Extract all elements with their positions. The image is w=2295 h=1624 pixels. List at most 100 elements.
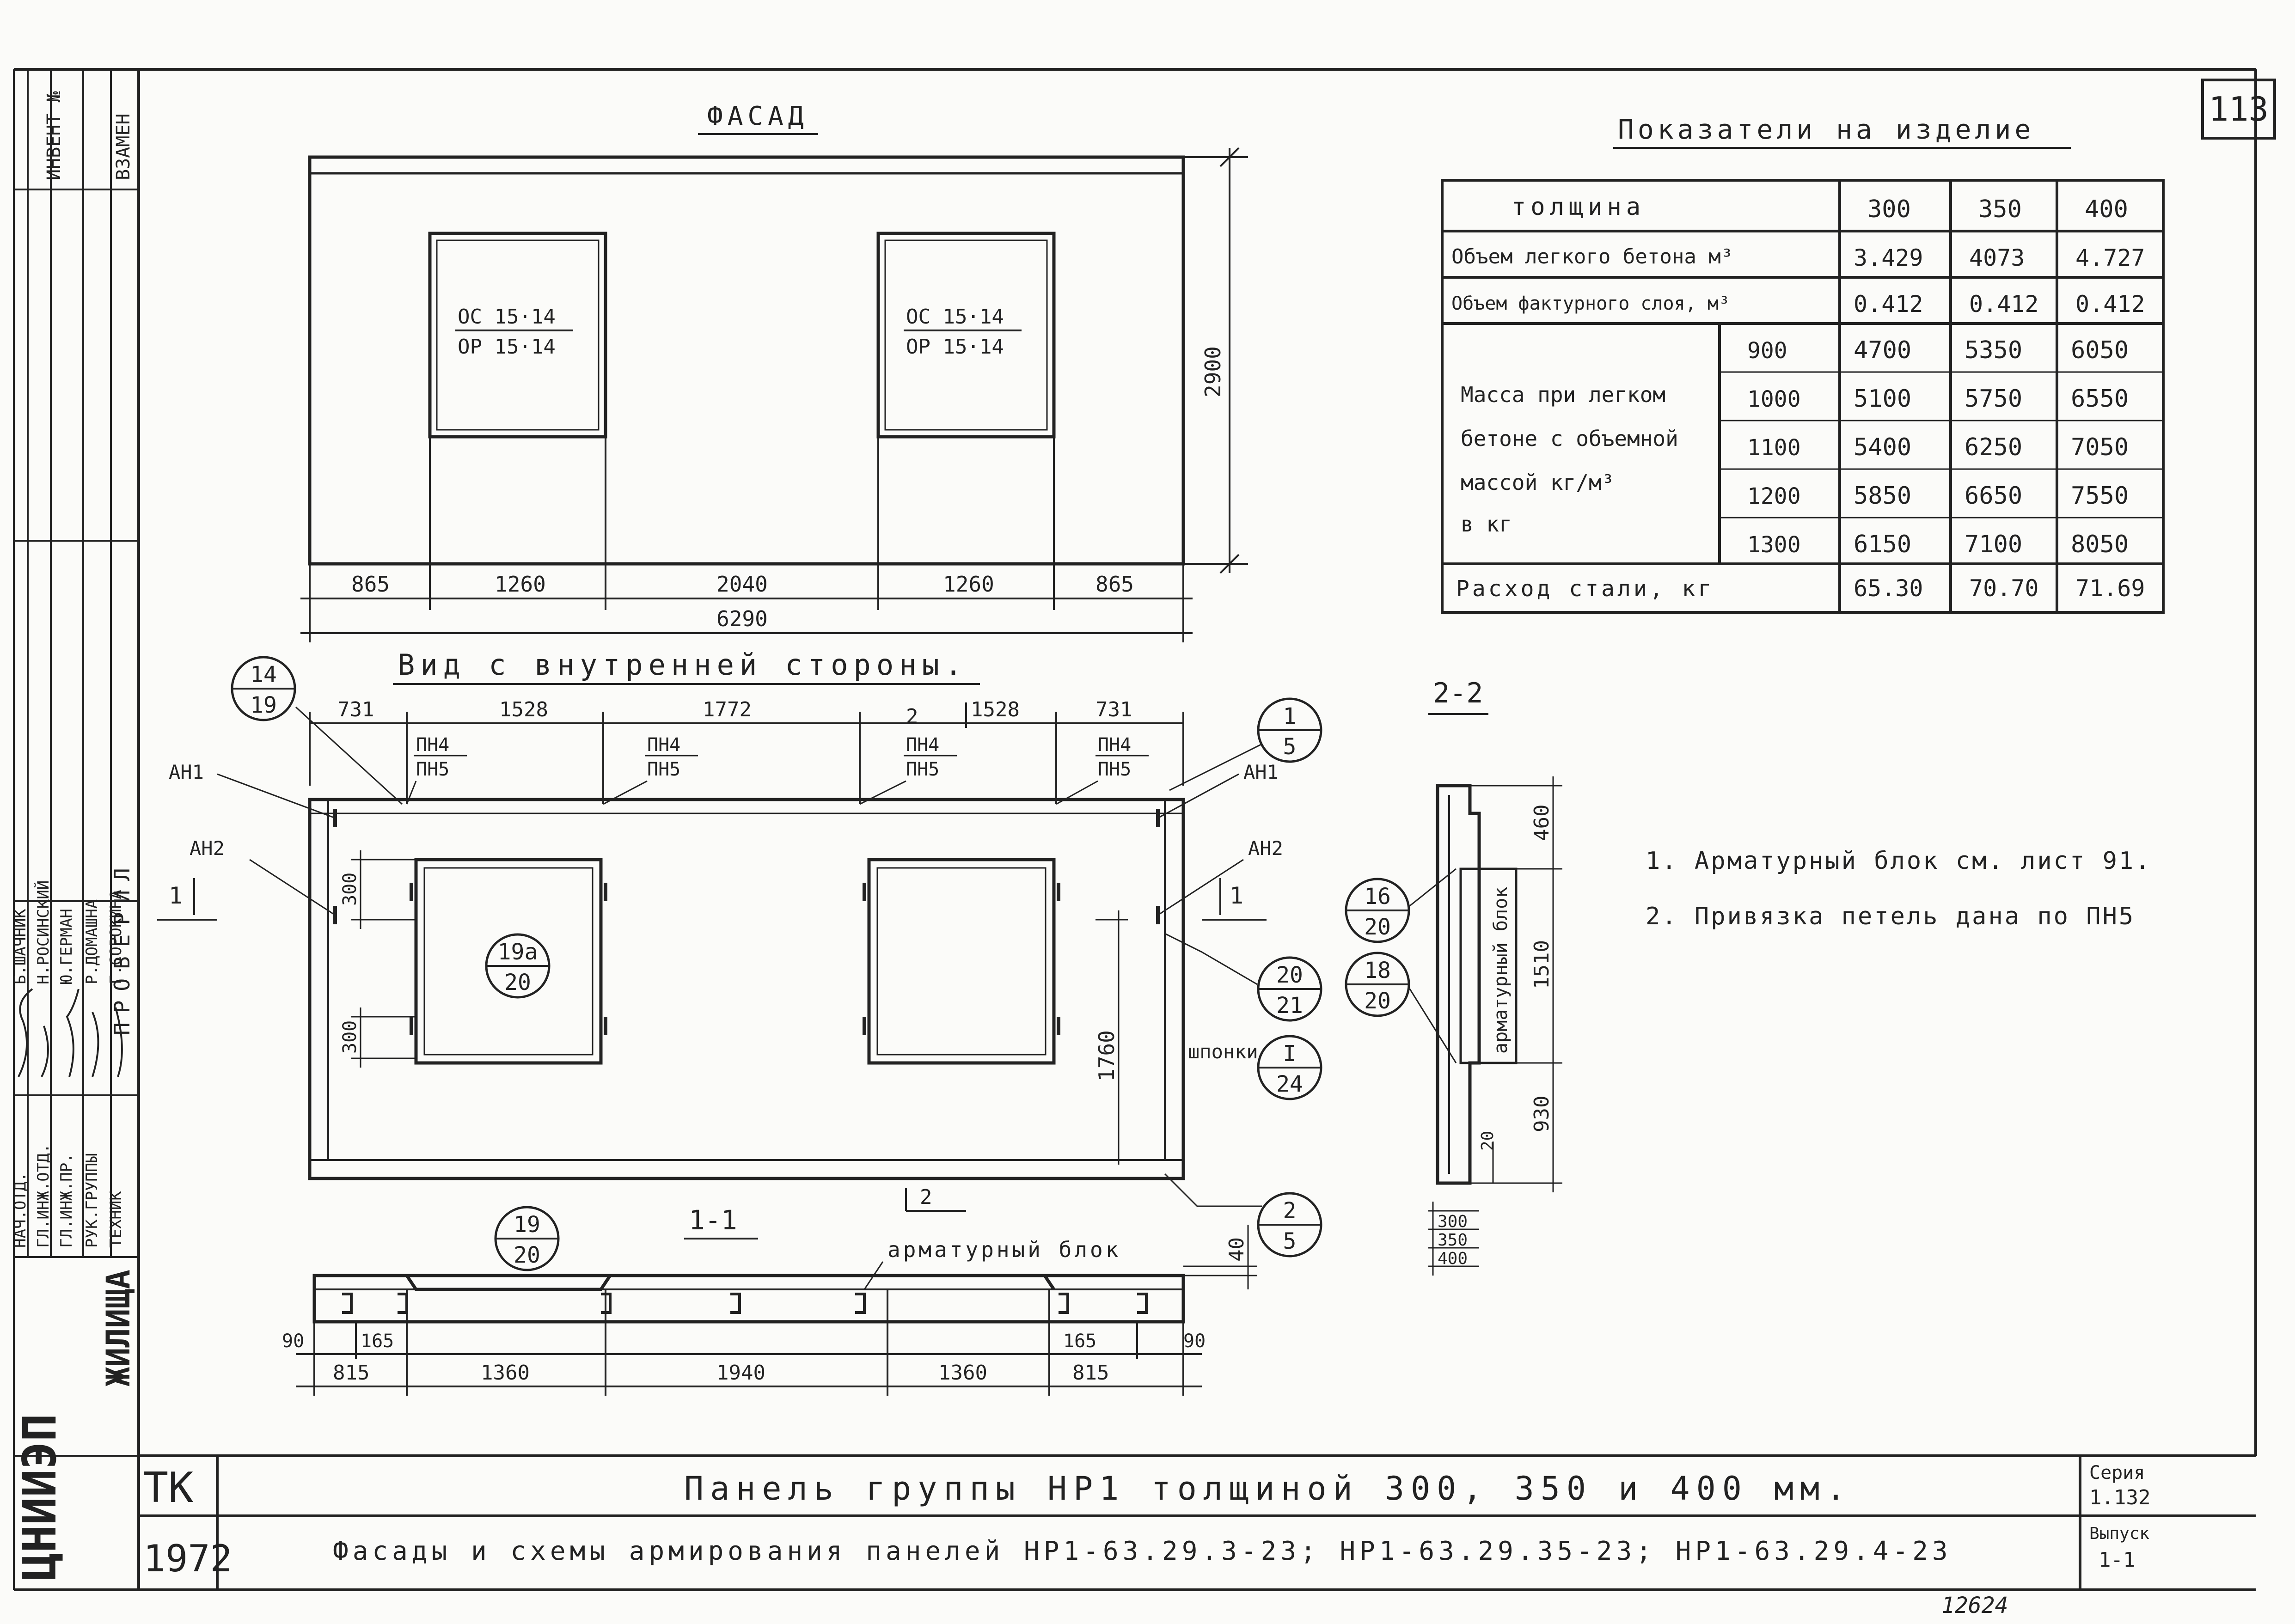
section-11-title: 1-1 bbox=[689, 1204, 737, 1236]
thickness-350: 350 bbox=[1978, 195, 2022, 223]
callout-7-bottom: 20 bbox=[1364, 914, 1391, 940]
callout-0-bottom: 19 bbox=[250, 692, 277, 718]
facade-dim-1: 865 bbox=[351, 572, 390, 597]
callout-1-top: 1 bbox=[1283, 703, 1297, 729]
row-facing-layer-label: Объем фактурного слоя, м³ bbox=[1451, 293, 1730, 314]
loop-1-top: ПН4 bbox=[416, 734, 449, 756]
callout-1-bottom: 5 bbox=[1283, 734, 1297, 760]
facade-dim-2: 1260 bbox=[495, 572, 546, 597]
loop-1-bottom: ПН5 bbox=[416, 759, 449, 780]
archive-number: 12624 bbox=[1941, 1593, 2008, 1618]
section-22-dim-930: 930 bbox=[1530, 1096, 1554, 1132]
inner-view-drawing: Вид с внутренней стороны. 731 1528 1772 … bbox=[157, 648, 1283, 1212]
an1-label-left: АН1 bbox=[169, 761, 204, 783]
section-22-title: 2-2 bbox=[1433, 677, 1483, 709]
mass-value-4-1: 7100 bbox=[1965, 531, 2022, 558]
inner-view-title: Вид с внутренней стороны. bbox=[398, 648, 967, 682]
facade-panel bbox=[308, 155, 1185, 566]
inner-height-dim: 1760 bbox=[1094, 1030, 1119, 1081]
stamp-replace-label: ВЗАМЕН bbox=[113, 114, 134, 181]
mass-value-0-1: 5350 bbox=[1965, 336, 2022, 364]
row-facing-layer-350: 0.412 bbox=[1969, 291, 2039, 317]
left-stamp: ИНВЕНТ № ВЗАМЕН ПРОВЕРИЛ НАЧ.ОТД. ГЛ.ИНЖ… bbox=[11, 69, 139, 1590]
row-light-concrete-400: 4.727 bbox=[2075, 244, 2145, 271]
inner-window-left bbox=[414, 858, 603, 1065]
steel-label: Расход стали, кг bbox=[1456, 576, 1714, 602]
section-22-outline bbox=[1436, 784, 1481, 1185]
stamp-name-2: Н.РОСИНСКИЙ bbox=[34, 880, 53, 984]
callout-4-top: I bbox=[1283, 1041, 1297, 1067]
mass-density-1: 1000 bbox=[1747, 386, 1801, 412]
title-year: 1972 bbox=[143, 1537, 233, 1580]
window-left-type-2: ОР 15·14 bbox=[458, 335, 556, 359]
an2-label-right: АН2 bbox=[1248, 837, 1283, 860]
loop-4-bottom: ПН5 bbox=[1098, 759, 1131, 780]
mass-value-3-0: 5850 bbox=[1854, 482, 1911, 510]
callout-5: 25 bbox=[1257, 1192, 1322, 1258]
stamp-institute-logo: ЦНИИЭП bbox=[12, 1414, 67, 1581]
window-left-type-1: ОС 15·14 bbox=[458, 305, 556, 329]
inner-window-right bbox=[867, 858, 1056, 1065]
section-22-block-text: арматурный блок bbox=[1490, 887, 1512, 1054]
signature-scribbles bbox=[18, 988, 123, 1077]
section-1-1-drawing: 1-1 арматурный блок 40 bbox=[282, 1204, 1257, 1396]
callout-6-bottom: 20 bbox=[514, 1242, 540, 1268]
row-light-concrete-300: 3.429 bbox=[1854, 244, 1923, 271]
stamp-inventory-label: ИНВЕНТ № bbox=[43, 91, 65, 180]
stamp-role-3: ГЛ.ИНЖ.ПР. bbox=[57, 1153, 76, 1248]
shponki-label: шпонки bbox=[1188, 1040, 1258, 1063]
section-2-mark-top: 2 bbox=[906, 705, 918, 728]
title-issue-label: Выпуск bbox=[2089, 1524, 2149, 1543]
note-1: 1. Арматурный блок см. лист 91. bbox=[1646, 847, 2152, 875]
mass-value-2-1: 6250 bbox=[1965, 433, 2022, 461]
callout-5-bottom: 5 bbox=[1283, 1228, 1297, 1254]
section-11-small-dim-2: 165 bbox=[361, 1331, 394, 1352]
callout-3-bottom: 21 bbox=[1276, 993, 1303, 1019]
section-2-2-drawing: 2-2 арматурный блок 460 1510 930 20 300 … bbox=[1409, 677, 1562, 1276]
an2-label-left: АН2 bbox=[190, 837, 225, 860]
callout-6-top: 19 bbox=[514, 1212, 540, 1238]
steel-350: 70.70 bbox=[1969, 575, 2039, 602]
section-11-small-dim-3: 165 bbox=[1063, 1331, 1096, 1352]
mass-value-0-2: 6050 bbox=[2071, 336, 2129, 364]
mass-value-2-0: 5400 bbox=[1854, 433, 1911, 461]
callout-5-top: 2 bbox=[1283, 1198, 1297, 1224]
mass-value-3-1: 6650 bbox=[1965, 482, 2022, 510]
row-light-concrete-350: 4073 bbox=[1969, 244, 2025, 271]
stamp-role-2: ГЛ.ИНЖ.ОТД. bbox=[34, 1144, 53, 1248]
loop-3-bottom: ПН5 bbox=[906, 759, 939, 780]
top-dim-4: 1528 bbox=[971, 698, 1020, 721]
mass-value-2-2: 7050 bbox=[2071, 433, 2129, 461]
mass-label-2: бетоне с объемной bbox=[1461, 426, 1678, 451]
section-11-small-dim-1: 90 bbox=[282, 1331, 304, 1352]
callout-1: 15 bbox=[1257, 697, 1322, 763]
section-11-dim-5: 815 bbox=[1072, 1361, 1109, 1385]
mass-value-0-0: 4700 bbox=[1854, 336, 1911, 364]
mass-density-2: 1100 bbox=[1747, 435, 1801, 461]
section-11-dim-4: 1360 bbox=[938, 1361, 987, 1385]
callout-0-top: 14 bbox=[250, 662, 277, 688]
mass-label-3: массой кг/м³ bbox=[1461, 470, 1614, 495]
top-dim-1: 731 bbox=[337, 698, 374, 721]
title-series-label: Серия bbox=[2089, 1462, 2145, 1484]
stamp-name-1: Б.ШАЧНИК bbox=[11, 909, 30, 984]
stamp-name-3: Ю.ГЕРМАН bbox=[57, 909, 76, 984]
facade-window-right bbox=[876, 232, 1056, 439]
section-11-dim-3: 1940 bbox=[716, 1361, 765, 1385]
title-line-1: Панель группы НР1 толщиной 300, 350 и 40… bbox=[684, 1470, 1852, 1508]
mass-density-4: 1300 bbox=[1747, 532, 1801, 558]
row-light-concrete-label: Объем легкого бетона м³ bbox=[1451, 245, 1733, 269]
top-dim-3: 1772 bbox=[703, 698, 752, 721]
stamp-name-4: Р.ДОМАШНА bbox=[83, 899, 101, 984]
mass-density-0: 900 bbox=[1747, 338, 1787, 364]
section-22-thickness-400: 400 bbox=[1438, 1249, 1468, 1268]
callout-8-bottom: 20 bbox=[1364, 988, 1391, 1014]
row-facing-layer-300: 0.412 bbox=[1854, 291, 1923, 317]
title-line-2: Фасады и схемы армирования панелей НР1-6… bbox=[333, 1536, 1952, 1566]
loop-2-top: ПН4 bbox=[647, 734, 680, 756]
mass-label-4: в кг bbox=[1461, 512, 1512, 537]
indicators-table: Показатели на изделие толщина 300 350 40… bbox=[1441, 114, 2165, 614]
facade-dim-5: 865 bbox=[1095, 572, 1134, 597]
